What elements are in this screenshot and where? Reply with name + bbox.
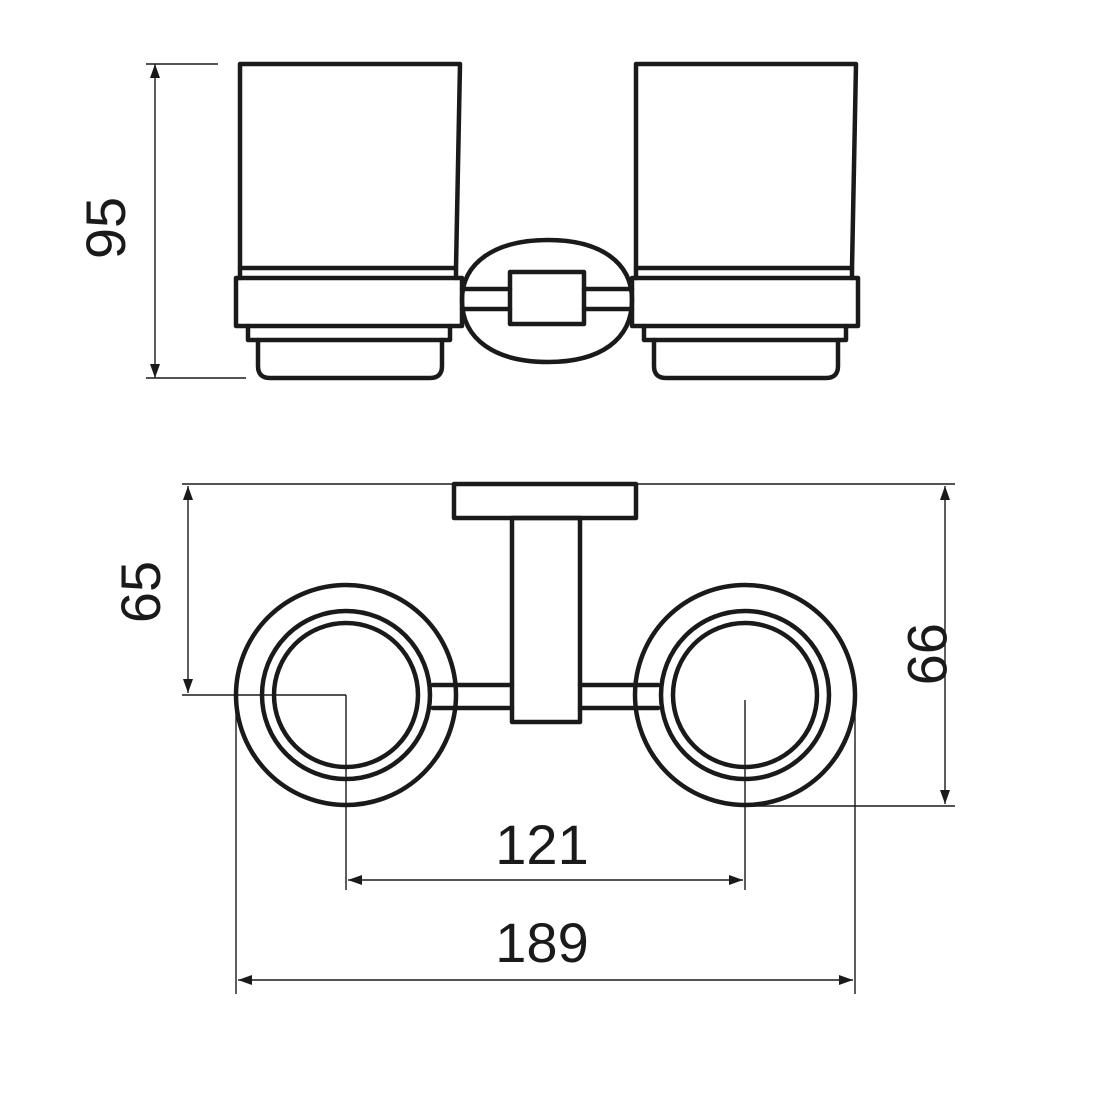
dimension-height: 95 bbox=[74, 63, 246, 379]
dimension-overall-width: 189 bbox=[238, 911, 853, 985]
front-view: 95 bbox=[74, 61, 861, 381]
left-cup-front bbox=[233, 61, 465, 381]
center-distance-value: 121 bbox=[495, 813, 588, 876]
wall-to-center-value: 65 bbox=[109, 561, 172, 623]
right-cup-front bbox=[629, 61, 861, 381]
depth-value: 99 bbox=[896, 623, 959, 685]
overall-width-value: 189 bbox=[495, 911, 588, 974]
dimension-center-distance: 121 bbox=[348, 813, 743, 885]
arms-top bbox=[430, 682, 661, 711]
top-view: 65 99 121 189 bbox=[109, 481, 959, 994]
height-value: 95 bbox=[74, 197, 137, 259]
center-lines bbox=[182, 694, 955, 890]
dimension-wall-to-center: 65 bbox=[109, 486, 193, 693]
dimension-depth: 99 bbox=[896, 486, 959, 804]
extension-lines bbox=[182, 483, 955, 994]
center-bracket-front bbox=[459, 237, 635, 365]
